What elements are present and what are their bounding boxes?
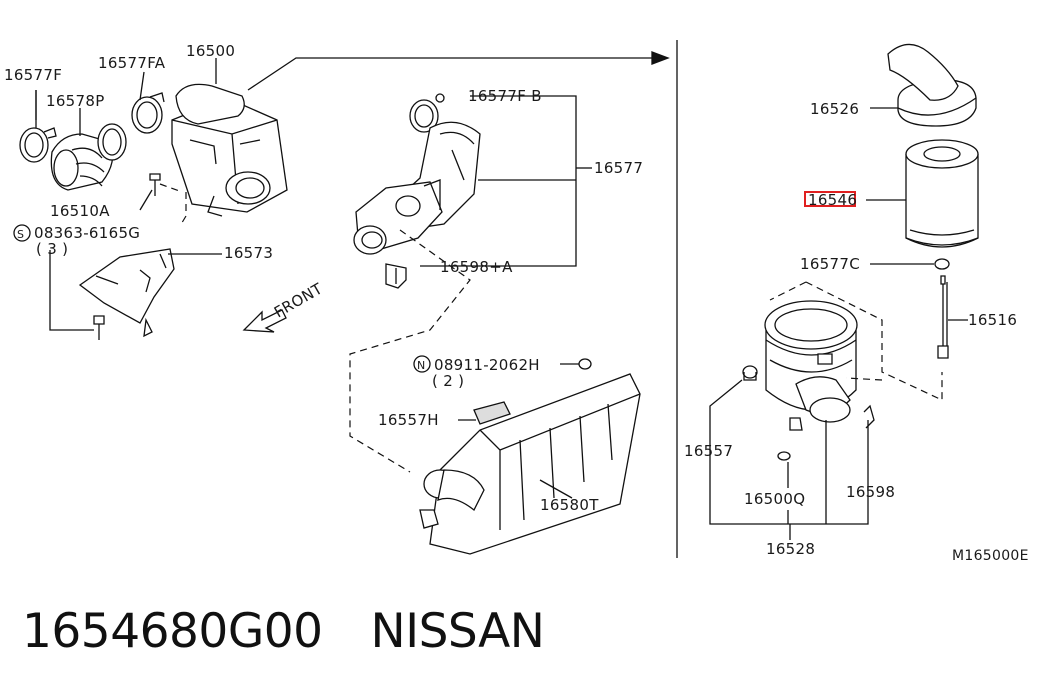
label-08363-qty: ( 3 )	[36, 240, 68, 258]
label-16500q: 16500Q	[744, 490, 805, 508]
rod-16516	[937, 275, 949, 359]
label-08911: 08911-2062H	[434, 356, 540, 374]
label-16580t: 16580T	[540, 496, 599, 514]
label-16598: 16598	[846, 483, 895, 501]
plate-16573	[78, 248, 175, 338]
foam-16557h	[473, 401, 511, 425]
label-16577: 16577	[594, 159, 643, 177]
bolt-16510a	[149, 173, 161, 196]
clamp-16577fa	[131, 92, 165, 134]
clamp-16577fb	[409, 93, 445, 133]
label-16557: 16557	[684, 442, 733, 460]
label-16578p: 16578P	[46, 92, 105, 110]
screw-08363	[13, 224, 105, 340]
label-16528: 16528	[766, 540, 815, 558]
label-08911-prefix: N	[417, 359, 426, 372]
label-08363: 08363-6165G	[34, 224, 140, 242]
rubber-16557	[742, 365, 758, 381]
air-cleaner-16500	[171, 83, 288, 217]
washer-16500q	[777, 417, 803, 461]
label-16516: 16516	[968, 311, 1017, 329]
label-16577fb: 16577F B	[468, 87, 542, 105]
brand-name: NISSAN	[370, 603, 545, 659]
diagram-reference-code: M165000E	[952, 548, 1029, 564]
label-16510a: 16510A	[50, 202, 110, 220]
part-number: 1654680G00	[22, 603, 323, 659]
highlight-box	[804, 191, 856, 207]
parts-diagram: 16577F 16577FA 16500 16578P 16510A S 083…	[4, 40, 1029, 564]
resonator-16580t	[419, 373, 641, 555]
label-16573: 16573	[224, 244, 273, 262]
label-08911-qty: ( 2 )	[432, 372, 464, 390]
label-16577f: 16577F	[4, 66, 62, 84]
label-front: FRONT	[271, 279, 326, 321]
front-arrow-icon	[242, 309, 287, 333]
label-16526: 16526	[810, 100, 859, 118]
label-16598a: 16598+A	[440, 258, 513, 276]
hose-16578p	[50, 123, 127, 191]
label-16546: 16546	[808, 191, 857, 209]
label-16577fa: 16577FA	[98, 54, 166, 72]
housing-16528	[764, 300, 858, 423]
label-16577c: 16577C	[800, 255, 860, 273]
duct-16577	[353, 121, 481, 255]
caption: 1654680G00 NISSAN	[22, 596, 545, 666]
cover-16526	[887, 43, 977, 127]
label-16500: 16500	[186, 42, 235, 60]
label-08363-prefix: S	[17, 228, 24, 241]
clamp-16577f	[19, 127, 57, 163]
label-16557h: 16557H	[378, 411, 439, 429]
clip-16598	[863, 404, 875, 429]
seal-16577c	[934, 258, 950, 270]
sensor-16598	[385, 263, 407, 289]
filter-16546	[905, 139, 979, 248]
